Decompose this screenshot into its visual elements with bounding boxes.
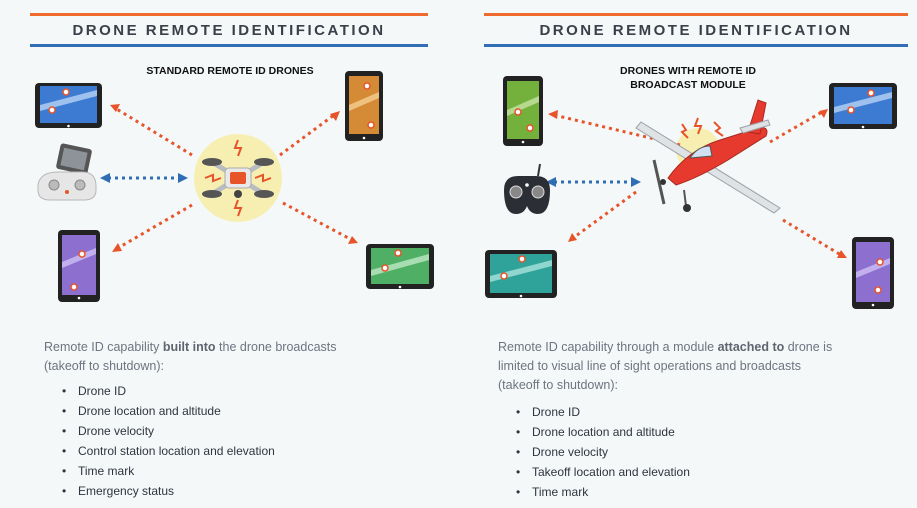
list-item: Drone velocity xyxy=(516,442,690,462)
remote-controller-icon xyxy=(504,163,550,214)
list-item: Time mark xyxy=(62,461,275,481)
tablet-icon xyxy=(345,71,383,141)
left-desc-line2: (takeoff to shutdown): xyxy=(44,359,164,373)
list-item: Drone ID xyxy=(516,402,690,422)
fixed-wing-airplane-icon xyxy=(635,99,781,214)
list-item: Drone location and altitude xyxy=(516,422,690,442)
top-blue-rule xyxy=(484,44,908,47)
left-desc-bold: built into xyxy=(162,340,216,354)
tablet-icon xyxy=(366,244,434,289)
list-item: Drone velocity xyxy=(62,421,275,441)
list-item: Drone ID xyxy=(62,381,275,401)
right-desc-line3: (takeoff to shutdown): xyxy=(498,378,618,392)
list-item: Emergency status xyxy=(62,481,275,501)
right-desc-line2: limited to visual line of sight operatio… xyxy=(498,359,801,373)
left-title: DRONE REMOTE IDENTIFICATION xyxy=(72,22,386,39)
right-diagram xyxy=(485,76,897,309)
right-desc-text-end: drone is xyxy=(784,340,833,354)
left-subtitle: STANDARD REMOTE ID DRONES xyxy=(146,65,314,77)
right-subtitle-line2: BROADCAST MODULE xyxy=(630,79,746,91)
right-title: DRONE REMOTE IDENTIFICATION xyxy=(539,22,853,39)
list-item: Takeoff location and elevation xyxy=(516,462,690,482)
left-description: Remote ID capability built into the dron… xyxy=(44,338,444,376)
left-diagram xyxy=(35,71,434,302)
left-desc-text: Remote ID capability xyxy=(44,340,163,354)
list-item: Time mark xyxy=(516,482,690,502)
top-orange-rule xyxy=(484,13,908,16)
left-panel: DRONE REMOTE IDENTIFICATION STANDARD REM… xyxy=(0,0,458,508)
right-description: Remote ID capability through a module at… xyxy=(498,338,908,395)
top-blue-rule xyxy=(30,44,428,47)
tablet-icon xyxy=(58,230,100,302)
right-bullet-list: Drone ID Drone location and altitude Dro… xyxy=(516,402,690,502)
signal-spark-icons xyxy=(204,139,272,217)
tablet-icon xyxy=(35,83,102,128)
list-item: Control station location and elevation xyxy=(62,441,275,461)
right-desc-bold: attached to xyxy=(717,340,785,354)
broadcast-arrows xyxy=(114,106,353,250)
remote-controller-icon xyxy=(37,143,97,201)
tablet-icon xyxy=(485,250,557,298)
top-orange-rule xyxy=(30,13,428,16)
tablet-icon xyxy=(852,237,894,309)
left-bullet-list: Drone ID Drone location and altitude Dro… xyxy=(62,381,275,501)
tablet-icon xyxy=(503,76,543,146)
right-panel: DRONE REMOTE IDENTIFICATION DRONES WITH … xyxy=(458,0,917,508)
right-subtitle-line1: DRONES WITH REMOTE ID xyxy=(620,65,756,77)
signal-spark-icons xyxy=(680,117,724,139)
list-item: Drone location and altitude xyxy=(62,401,275,421)
tablet-icon xyxy=(829,83,897,129)
right-desc-text: Remote ID capability through a module xyxy=(498,340,718,354)
quadcopter-drone-icon xyxy=(202,158,274,198)
left-desc-text-end: the drone broadcasts xyxy=(215,340,337,354)
right-subtitle: DRONES WITH REMOTE ID BROADCAST MODULE xyxy=(608,64,768,92)
